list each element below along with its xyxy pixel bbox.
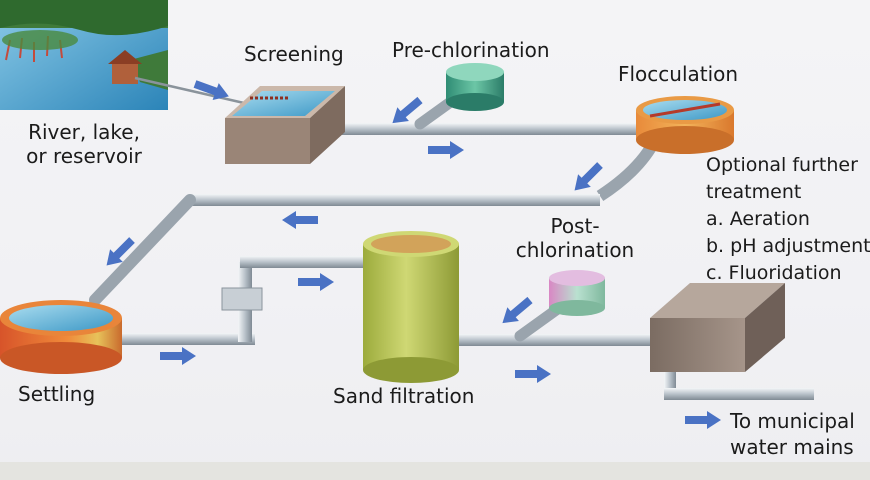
optional-item-fluoridation: c. Fluoridation xyxy=(706,262,842,284)
municipal-label: To municipal water mains xyxy=(730,408,855,460)
settling-label: Settling xyxy=(18,382,96,406)
screening-tank xyxy=(225,86,345,164)
optional-treatment-label: Optional further treatment a. Aeration b… xyxy=(706,152,870,287)
intake-line xyxy=(134,76,245,105)
municipal-line1: To municipal xyxy=(730,409,855,433)
arrow-to-settling xyxy=(106,237,135,266)
arrow-return-left xyxy=(282,211,318,229)
flocculation-label: Flocculation xyxy=(618,62,739,86)
optional-heading-line1: Optional further xyxy=(706,154,858,176)
settling-tank xyxy=(0,300,122,374)
pre-chlorination-label: Pre-chlorination xyxy=(392,38,550,62)
sand-filtration-tank xyxy=(363,231,459,383)
source-label-line1: River, lake, xyxy=(28,120,140,144)
arrow-settling-out xyxy=(160,347,196,365)
flocculation-tank xyxy=(636,96,734,154)
sand-filtration-label: Sand filtration xyxy=(333,384,475,408)
screening-label: Screening xyxy=(244,42,344,66)
source-label: River, lake, or reservoir xyxy=(14,120,154,168)
page-edge-strip xyxy=(0,462,870,480)
arrow-post-chlorination xyxy=(502,296,533,324)
arrow-to-mains xyxy=(685,411,721,429)
source-label-line2: or reservoir xyxy=(26,144,142,168)
municipal-line2: water mains xyxy=(730,435,854,459)
post-chlorination-label: Post- chlorination xyxy=(500,214,650,262)
pipe-network xyxy=(89,82,814,400)
storage-tank xyxy=(650,283,785,372)
optional-heading-line2: treatment xyxy=(706,181,802,203)
arrow-to-sand-filter xyxy=(298,273,334,291)
post-chlorination-line2: chlorination xyxy=(515,238,635,262)
arrow-to-screening xyxy=(193,80,229,100)
optional-item-ph: b. pH adjustment xyxy=(706,235,870,257)
arrow-pre-chlorination xyxy=(392,96,423,124)
post-chlorination-tank xyxy=(549,270,605,316)
optional-item-aeration: a. Aeration xyxy=(706,208,810,230)
post-chlorination-line1: Post- xyxy=(550,214,600,238)
arrow-flocculation-down xyxy=(574,162,603,191)
arrow-along-top-pipe xyxy=(428,141,464,159)
arrow-sand-filter-out xyxy=(515,365,551,383)
flow-arrows xyxy=(106,80,721,429)
pre-chlorination-tank xyxy=(446,63,504,111)
lake-illustration xyxy=(0,0,168,110)
